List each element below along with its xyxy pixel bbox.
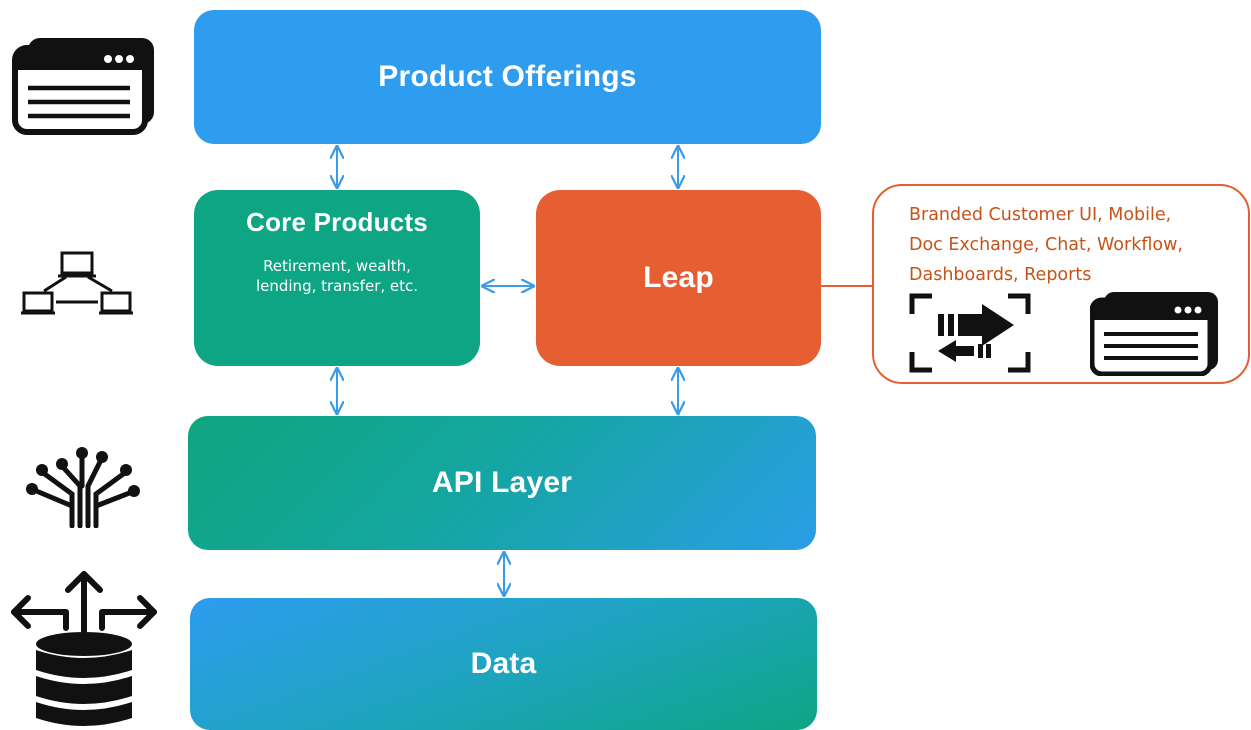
callout-line: Branded Customer UI, Mobile, <box>909 205 1172 225</box>
product-offerings-box: Product Offerings <box>194 10 821 144</box>
core-products-box: Core Products Retirement, wealth, lendin… <box>194 190 480 366</box>
callout-line: Doc Exchange, Chat, Workflow, <box>909 235 1183 255</box>
callout-text: Branded Customer UI, Mobile, Doc Exchang… <box>909 200 1249 290</box>
callout-line: Dashboards, Reports <box>909 265 1092 285</box>
browser-window-icon <box>12 36 156 136</box>
product-offerings-label: Product Offerings <box>378 60 637 93</box>
leap-label: Leap <box>643 261 714 294</box>
core-products-description-line: Retirement, wealth, <box>263 257 411 275</box>
data-label: Data <box>470 647 537 680</box>
circuit-tree-icon <box>22 446 142 528</box>
core-products-label: Core Products <box>246 207 428 237</box>
core-products-description: Retirement, wealth, lending, transfer, e… <box>256 256 418 296</box>
transfer-arrows-icon <box>908 292 1032 374</box>
leap-features-callout: Branded Customer UI, Mobile, Doc Exchang… <box>872 184 1250 384</box>
browser-window-icon <box>1090 290 1222 376</box>
api-layer-label: API Layer <box>431 466 573 499</box>
api-layer-box: API Layer <box>188 416 816 550</box>
data-box: Data <box>190 598 817 730</box>
leap-box: Leap <box>536 190 821 366</box>
network-computers-icon <box>20 250 138 316</box>
database-arrows-icon <box>6 566 162 730</box>
core-products-description-line: lending, transfer, etc. <box>255 277 419 295</box>
